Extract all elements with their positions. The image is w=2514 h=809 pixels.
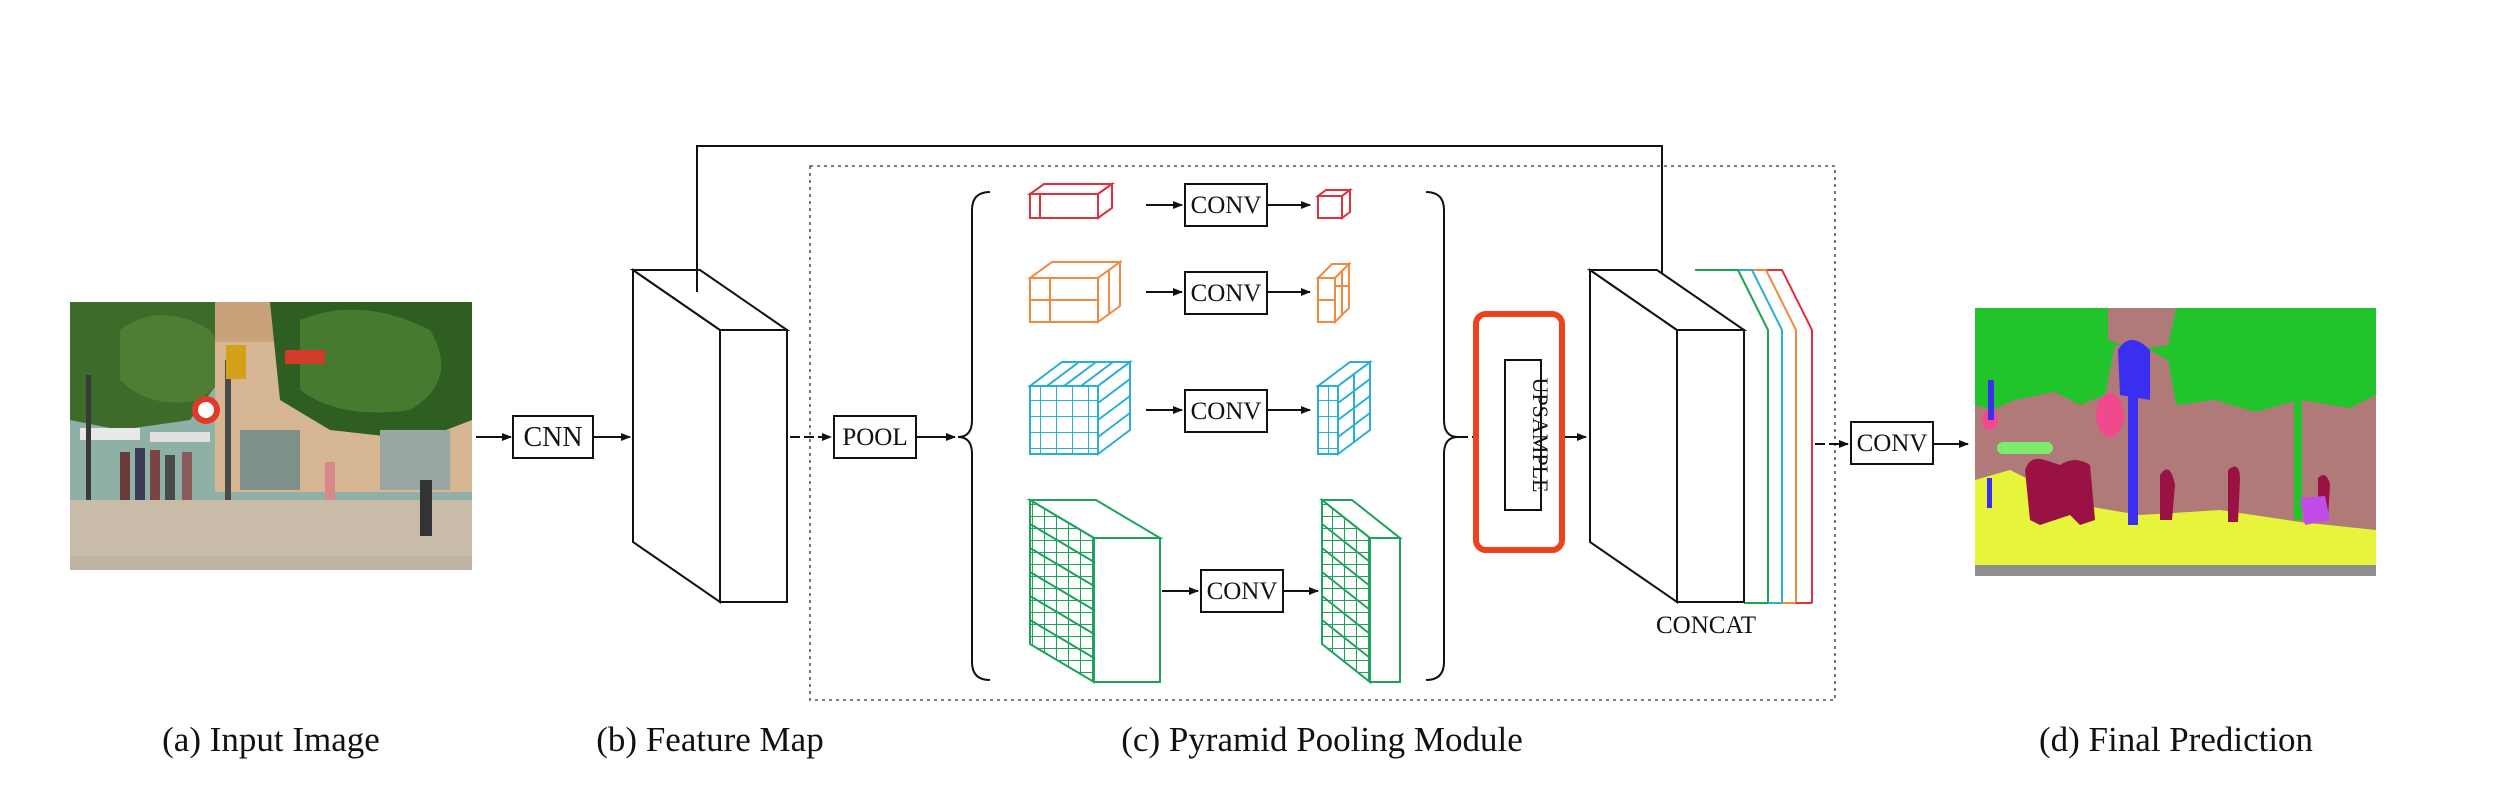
caption-feature-map: (b) Feature Map — [596, 720, 823, 759]
concat-block — [1586, 268, 1748, 604]
cnn-box: CNN — [512, 415, 594, 459]
conv-box-level-3: CONV — [1184, 389, 1268, 433]
pool-label: POOL — [842, 424, 907, 451]
reduced-level-3-block — [1315, 360, 1373, 456]
pyramid-module-border — [809, 165, 1836, 701]
input-image — [70, 302, 472, 570]
conv-label-level-4: CONV — [1207, 578, 1278, 605]
conv-box-level-4: CONV — [1200, 569, 1284, 613]
final-conv-box: CONV — [1850, 421, 1934, 465]
upsample-box: UPSAMPLE — [1473, 311, 1565, 553]
upsample-label: UPSAMPLE — [1528, 378, 1553, 493]
pool-level-4-block — [1026, 498, 1164, 684]
conv-label-level-2: CONV — [1191, 280, 1262, 307]
conv-label-level-1: CONV — [1191, 192, 1262, 219]
conv-box-level-2: CONV — [1184, 271, 1268, 315]
pool-level-3-block — [1027, 360, 1133, 456]
conv-box-level-1: CONV — [1184, 183, 1268, 227]
left-bracket — [957, 191, 991, 681]
pool-level-2-block — [1026, 260, 1124, 324]
concat-layers — [1695, 269, 1813, 604]
reduced-level-1-block — [1315, 188, 1353, 220]
conv-label-level-3: CONV — [1191, 398, 1262, 425]
skip-connection-arrow — [696, 145, 1666, 295]
caption-final-prediction: (d) Final Prediction — [2039, 720, 2313, 759]
final-conv-label: CONV — [1857, 430, 1928, 457]
pool-level-1-block — [1026, 182, 1116, 220]
feature-map-block — [629, 268, 791, 604]
cnn-label: CNN — [523, 422, 582, 453]
right-bracket — [1425, 191, 1459, 681]
reduced-level-4-block — [1319, 497, 1403, 685]
pool-box: POOL — [833, 415, 917, 459]
concat-label: CONCAT — [1656, 612, 1756, 639]
caption-pyramid-module: (c) Pyramid Pooling Module — [1121, 720, 1523, 759]
caption-input-image: (a) Input Image — [162, 720, 380, 759]
prediction-image — [1975, 308, 2376, 576]
reduced-level-2-block — [1315, 261, 1352, 325]
